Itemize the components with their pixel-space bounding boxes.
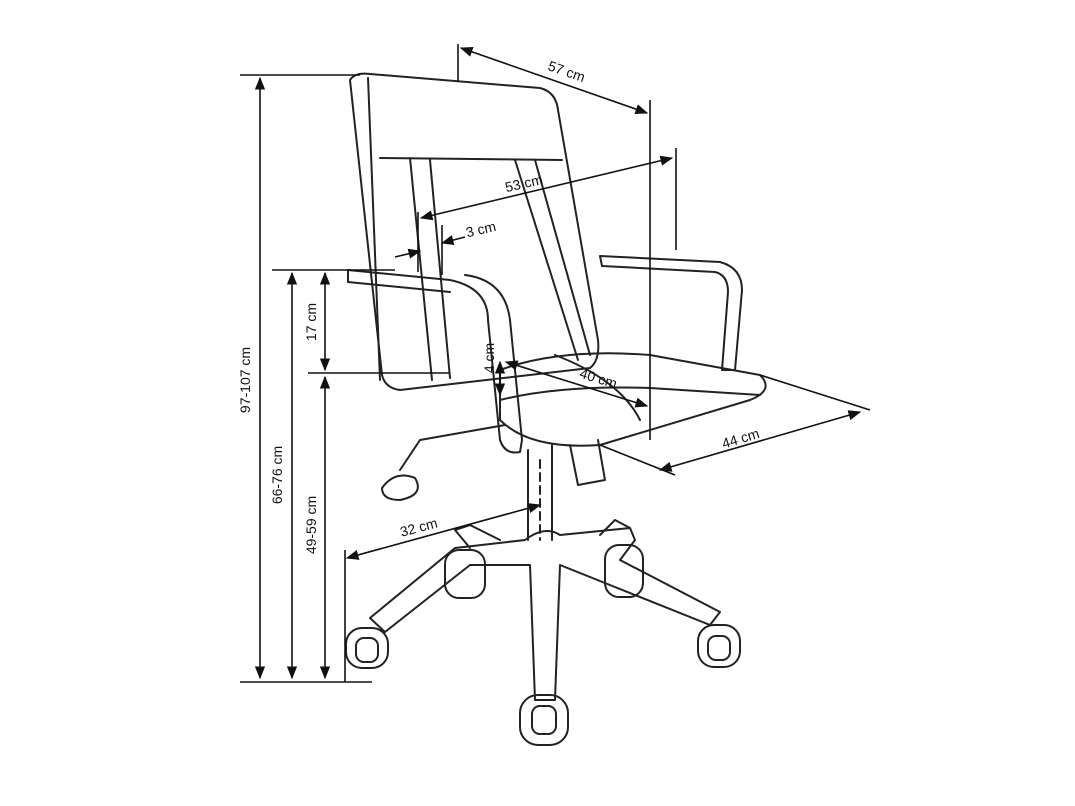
label-total-height: 97-107 cm (237, 347, 253, 413)
label-backrest-thickness: 3 cm (464, 218, 497, 240)
caster (345, 627, 389, 669)
label-backrest-width: 53 cm (504, 171, 545, 195)
seat (499, 352, 767, 447)
right-armrest (599, 255, 743, 371)
caster (519, 694, 569, 746)
chair-drawing (345, 72, 767, 746)
label-armrest-above-seat: 17 cm (303, 303, 319, 341)
base (369, 527, 721, 701)
dimension-lines (240, 44, 871, 683)
label-seat-height: 49-59 cm (303, 496, 319, 554)
label-armrest-height: 66-76 cm (269, 446, 285, 504)
caster (444, 549, 486, 599)
label-base-radius: 32 cm (398, 515, 439, 540)
left-armrest (347, 269, 523, 454)
label-seat-thickness: 4 cm (481, 343, 497, 373)
label-width: 57 cm (546, 58, 587, 86)
caster (697, 624, 741, 668)
backrest (349, 72, 600, 391)
caster (604, 544, 644, 598)
